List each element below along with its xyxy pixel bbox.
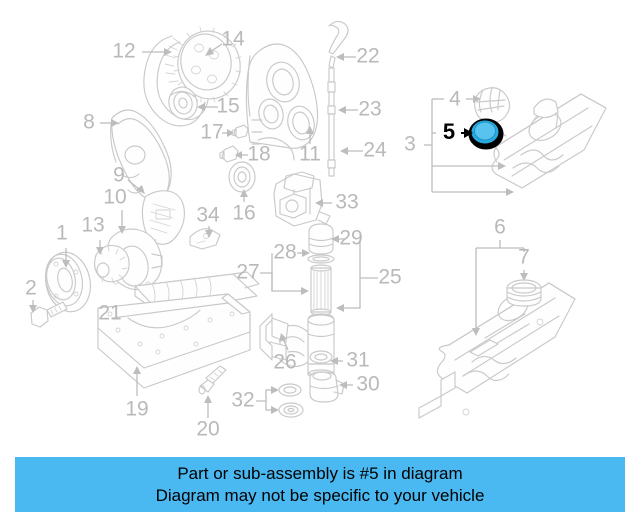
leader-23 — [338, 106, 358, 114]
part-timing-cover-upper — [110, 109, 172, 202]
part-crankshaft-bolt — [30, 301, 68, 328]
leader-4 — [466, 95, 481, 103]
part-idler-pulley — [228, 161, 256, 193]
leader-26 — [279, 333, 289, 351]
part-oil-cooler-bracket — [259, 313, 273, 361]
banner-line-1: Part or sub-assembly is #5 in diagram — [177, 463, 463, 483]
callout-label-11: 11 — [299, 143, 321, 166]
leader-2 — [29, 300, 37, 313]
callout-label-23: 23 — [358, 98, 381, 121]
part-oil-dipstick — [328, 20, 349, 69]
callout-label-17: 17 — [200, 121, 223, 144]
part-oil-drain-plug — [198, 365, 227, 395]
part-oil-filler-cap — [474, 87, 511, 123]
part-tensioner-pulley — [168, 86, 198, 120]
callout-label-30: 30 — [356, 373, 379, 396]
leader-9 — [127, 179, 145, 194]
leader-15 — [197, 103, 218, 111]
leader-7 — [520, 270, 528, 281]
callout-label-12: 12 — [112, 40, 135, 63]
leader-1 — [62, 248, 70, 268]
callout-label-1: 1 — [56, 222, 68, 245]
part-crankshaft-pulley — [45, 251, 91, 313]
part-oil-pan — [97, 293, 251, 389]
leader-8 — [100, 119, 119, 127]
part-seal-washer-set — [278, 383, 304, 418]
callout-label-29: 29 — [339, 227, 362, 250]
leader-32 — [256, 386, 279, 414]
leader-27 — [260, 272, 309, 295]
leader-33 — [315, 199, 332, 207]
leader-17 — [222, 129, 234, 137]
leader-24 — [340, 147, 363, 155]
callout-label-31: 31 — [346, 349, 369, 372]
callout-label-2: 2 — [25, 277, 37, 300]
callout-label-7: 7 — [518, 246, 530, 269]
part-oil-pressure-housing — [309, 371, 345, 403]
info-banner: Part or sub-assembly is #5 in diagram Di… — [15, 457, 625, 512]
leader-16 — [240, 189, 248, 202]
callout-label-8: 8 — [83, 111, 95, 134]
callout-label-28: 28 — [273, 241, 296, 264]
part-oil-pump — [273, 171, 331, 227]
part-filter-cap — [308, 223, 334, 255]
part-dipstick-tube-upper — [327, 67, 336, 115]
part-engine-front-cover — [245, 43, 319, 161]
part-oil-filter-element — [310, 264, 332, 316]
callout-label-3: 3 — [404, 133, 416, 156]
leader-28 — [297, 249, 310, 257]
leader-22 — [336, 53, 356, 61]
banner-line-2: Diagram may not be specific to your vehi… — [155, 485, 485, 505]
callout-label-6: 6 — [494, 216, 506, 239]
part-valve-cover-left — [491, 93, 607, 189]
callout-label-26: 26 — [273, 351, 296, 374]
part-plug-small — [231, 124, 249, 139]
bracket-3 — [424, 98, 514, 196]
callout-label-13: 13 — [81, 214, 104, 237]
callout-label-21: 21 — [98, 302, 121, 325]
leader-25 — [336, 239, 378, 312]
part-plug-large — [219, 145, 239, 163]
callout-label-24: 24 — [363, 139, 387, 162]
callout-label-27: 27 — [236, 261, 259, 284]
leader-19 — [133, 366, 141, 396]
callout-label-15: 15 — [216, 95, 239, 118]
leader-29 — [331, 235, 345, 243]
callout-label-20: 20 — [196, 418, 219, 441]
callout-label-16: 16 — [232, 202, 255, 225]
callout-label-4: 4 — [449, 88, 461, 111]
part-oil-filler-cap-seal-highlighted[interactable] — [468, 118, 504, 150]
leader-34 — [205, 226, 213, 238]
leader-31 — [330, 357, 343, 365]
callout-label-5: 5 — [443, 119, 455, 144]
leader-12 — [142, 48, 172, 56]
part-housing-o-ring — [309, 350, 333, 364]
callout-label-10: 10 — [103, 186, 126, 209]
leader-30 — [339, 381, 353, 389]
part-valve-cover-right — [418, 282, 576, 419]
callout-label-14: 14 — [221, 28, 245, 51]
leader-14 — [205, 43, 223, 56]
part-dipstick-tube-lower — [327, 113, 336, 177]
callout-label-25: 25 — [378, 266, 401, 289]
leader-18 — [235, 151, 248, 159]
leader-13 — [96, 240, 104, 255]
callout-label-22: 22 — [356, 45, 379, 68]
callout-label-34: 34 — [196, 204, 220, 227]
leader-6 — [472, 240, 525, 336]
callout-label-18: 18 — [247, 143, 270, 166]
callout-label-33: 33 — [335, 191, 358, 214]
leader-20 — [204, 395, 212, 418]
part-oil-filler-neck-ring — [506, 279, 542, 307]
part-filter-o-ring — [307, 254, 335, 264]
leader-11 — [306, 126, 314, 144]
part-camshaft-sprocket — [173, 26, 242, 103]
part-mounting-bracket — [189, 228, 221, 250]
callout-label-32: 32 — [231, 389, 254, 412]
leader-10 — [118, 210, 126, 234]
leader-5-highlight — [461, 128, 473, 138]
callout-label-9: 9 — [113, 164, 125, 187]
callout-label-19: 19 — [125, 398, 148, 421]
